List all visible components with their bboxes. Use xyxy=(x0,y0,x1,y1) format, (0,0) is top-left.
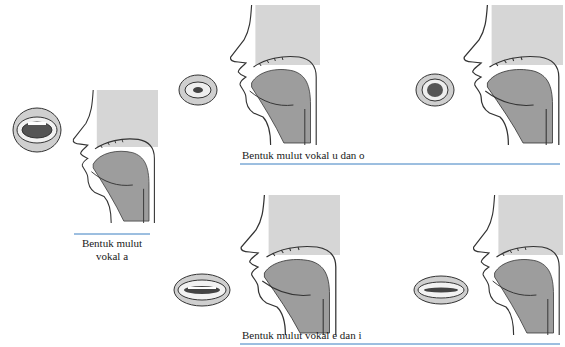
lip-ground xyxy=(179,75,217,105)
lip-ground xyxy=(416,74,454,106)
mouth-opening xyxy=(184,286,220,294)
teeth xyxy=(28,122,46,125)
lips xyxy=(185,82,211,98)
caption: Bentuk mulut vokal e dan i xyxy=(242,329,542,342)
caption-text: Bentuk mulut vokal a xyxy=(82,237,142,262)
profile-o xyxy=(464,5,563,145)
mouth-opening xyxy=(424,288,458,293)
caption: Bentuk mulut vokal a xyxy=(72,237,152,263)
caption-rule xyxy=(240,164,560,165)
caption-rule xyxy=(240,344,560,345)
profile-u xyxy=(231,5,320,145)
mouth-front-a xyxy=(13,108,61,152)
mouth-front-u xyxy=(179,75,217,105)
lips xyxy=(17,117,57,143)
profile-a xyxy=(73,90,158,223)
mouth-opening xyxy=(22,122,52,138)
caption-text: Bentuk mulut vokal u dan o xyxy=(242,149,365,161)
lip-ground xyxy=(13,108,61,152)
lips xyxy=(422,79,448,101)
caption-rule xyxy=(74,234,150,235)
mouth-front-o xyxy=(416,74,454,106)
lip-ground xyxy=(174,274,230,306)
mouth-opening xyxy=(193,87,203,93)
profile-e xyxy=(241,195,340,335)
lips xyxy=(178,280,226,300)
mouth-front-i xyxy=(414,276,468,304)
profile-i xyxy=(474,195,563,335)
mouth-opening xyxy=(427,83,443,97)
lip-ground xyxy=(414,276,468,304)
mouth-front-e xyxy=(174,274,230,306)
caption-text: Bentuk mulut vokal e dan i xyxy=(242,329,361,341)
lips xyxy=(418,282,464,298)
caption: Bentuk mulut vokal u dan o xyxy=(242,149,542,162)
teeth xyxy=(188,287,216,289)
